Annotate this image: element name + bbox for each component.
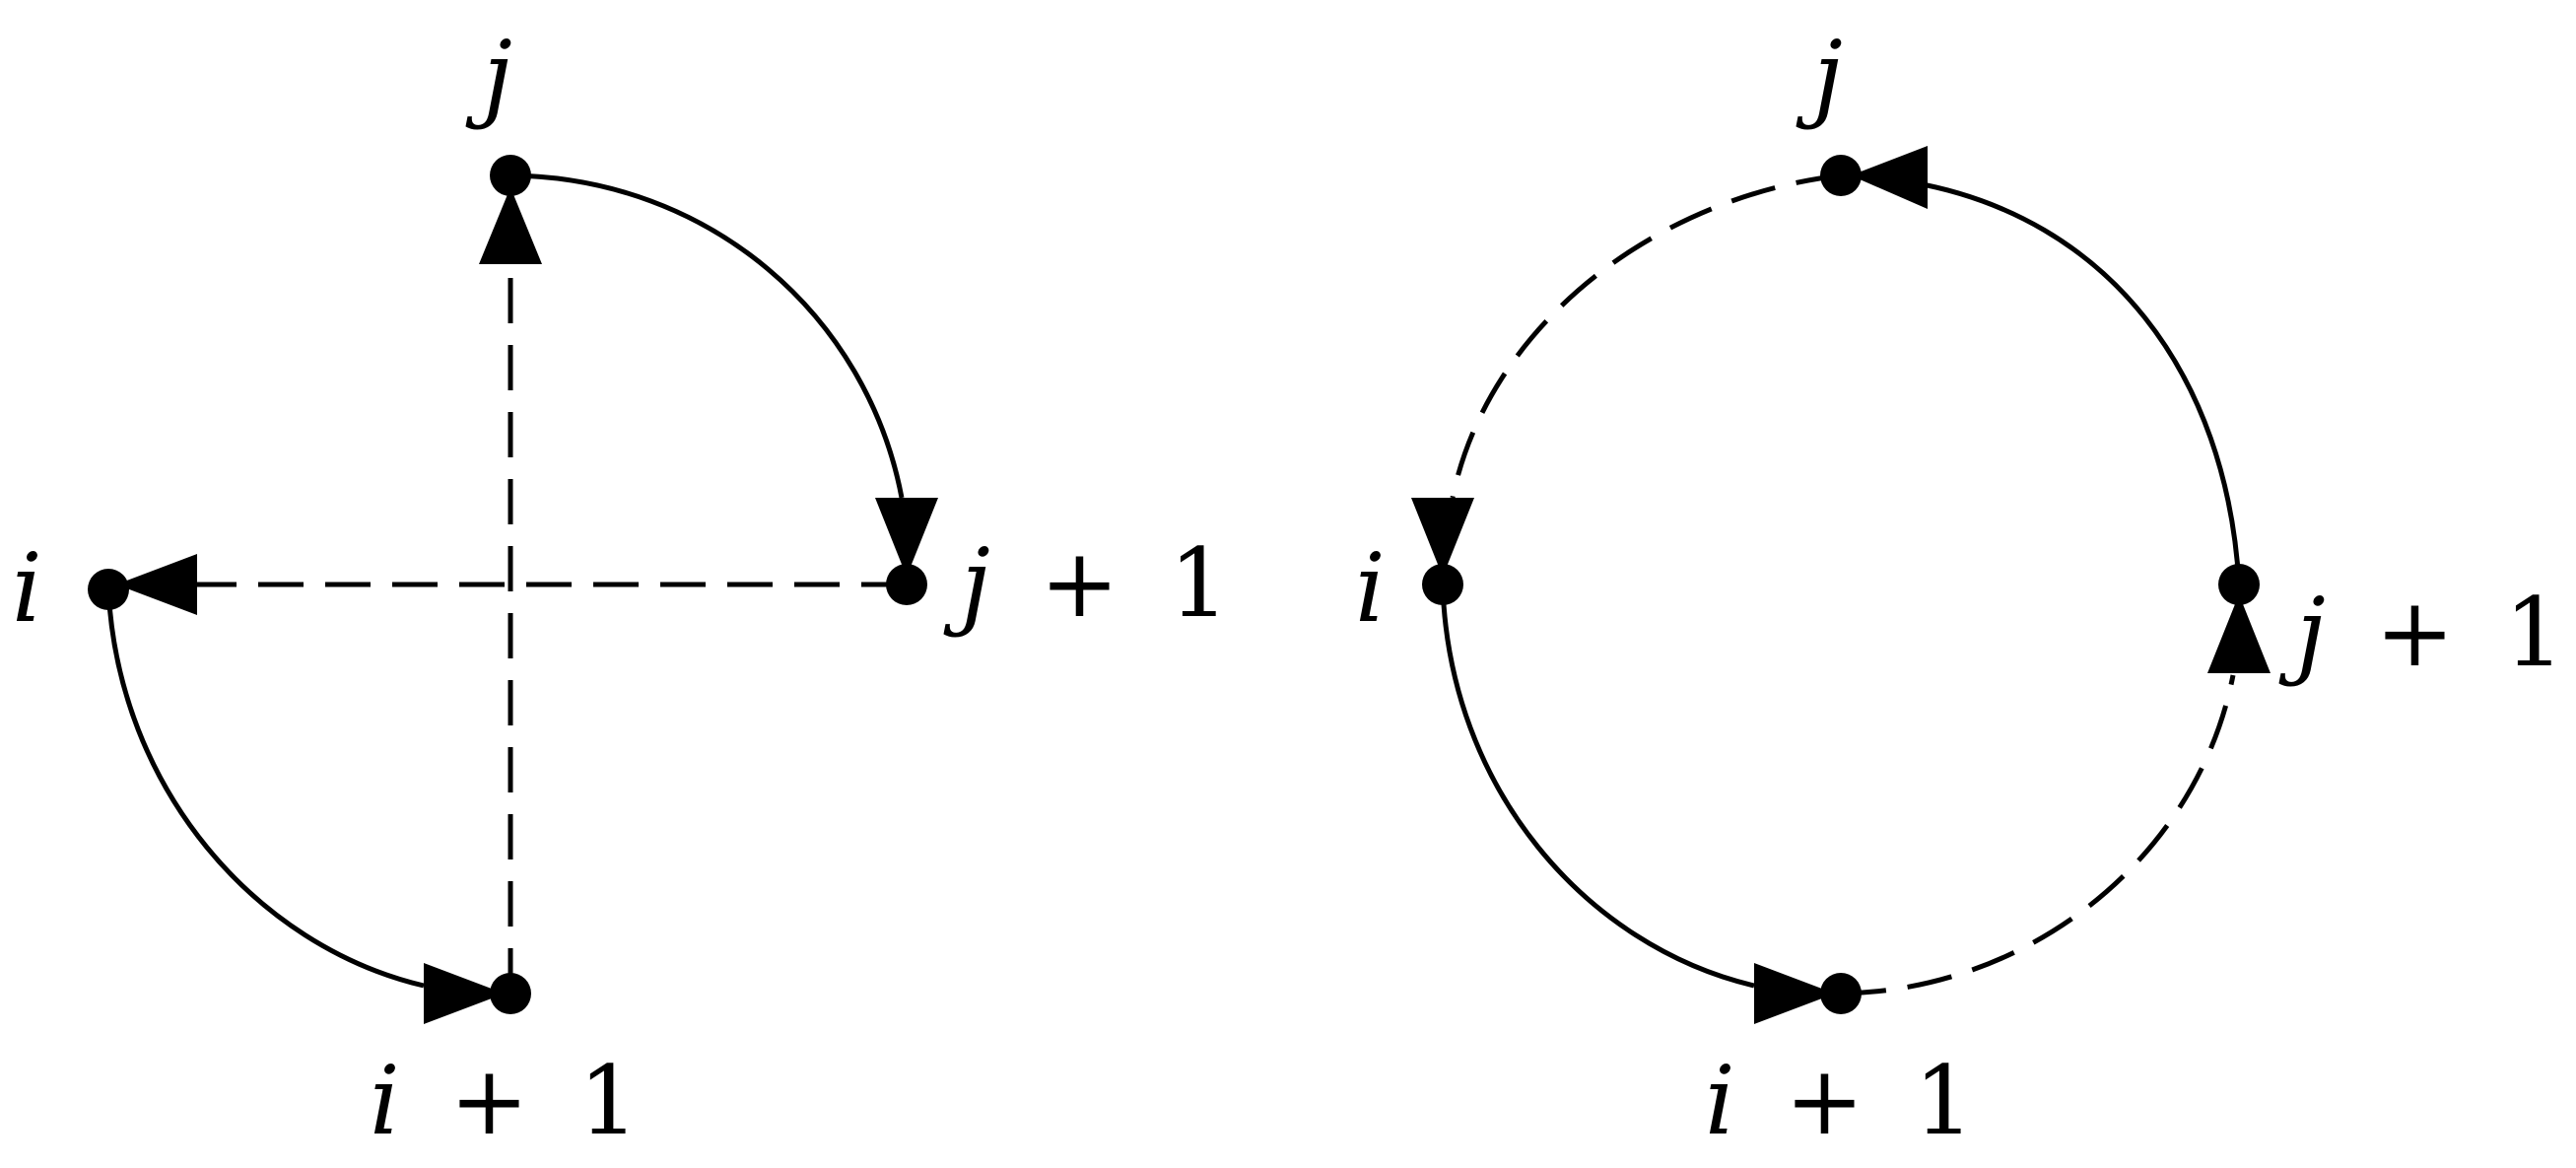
right-node-j xyxy=(1820,155,1862,196)
right-arrowheads xyxy=(1411,146,2271,1024)
left-solid-edge-i-to-iplus1 xyxy=(105,588,425,989)
right-dashed-edge-j-to-i xyxy=(1450,172,1842,499)
right-arrow-into-iplus1 xyxy=(1754,963,1835,1024)
left-node-i xyxy=(88,569,129,610)
right-label-jplus1: j + 1 xyxy=(2278,578,2564,688)
left-nodes xyxy=(88,155,927,1014)
left-label-j: j xyxy=(465,21,512,131)
right-arrow-into-jplus1 xyxy=(2207,594,2271,673)
right-diagram xyxy=(1440,172,2242,996)
right-arrow-into-i xyxy=(1411,498,1474,577)
right-label-i: i xyxy=(1355,533,1386,644)
right-arrow-into-j xyxy=(1851,146,1928,209)
left-node-iplus1 xyxy=(490,973,531,1014)
right-label-iplus1: i + 1 xyxy=(1705,1046,1974,1156)
right-solid-edge-jplus1-to-j xyxy=(1911,179,2242,585)
left-label-i: i xyxy=(12,533,42,644)
right-node-iplus1 xyxy=(1820,973,1862,1014)
right-solid-edge-i-to-iplus1 xyxy=(1440,584,1755,989)
right-node-jplus1 xyxy=(2218,564,2260,605)
left-node-jplus1 xyxy=(886,564,927,605)
left-arrowheads xyxy=(116,187,938,1024)
right-dashed-edge-iplus1-to-jplus1 xyxy=(1840,674,2236,996)
left-arrow-into-i xyxy=(116,554,197,615)
left-node-j xyxy=(490,155,531,196)
right-nodes xyxy=(1422,155,2260,1014)
left-arrow-into-jplus1 xyxy=(875,498,938,577)
left-solid-edge-j-to-jplus1 xyxy=(509,172,905,499)
left-label-jplus1: j + 1 xyxy=(943,528,1229,639)
left-arrow-into-j xyxy=(479,187,542,264)
right-label-j: j xyxy=(1796,21,1843,131)
left-diagram xyxy=(105,172,907,994)
left-label-iplus1: i + 1 xyxy=(370,1046,639,1156)
left-arrow-into-iplus1 xyxy=(424,963,505,1024)
right-node-i xyxy=(1422,564,1463,605)
